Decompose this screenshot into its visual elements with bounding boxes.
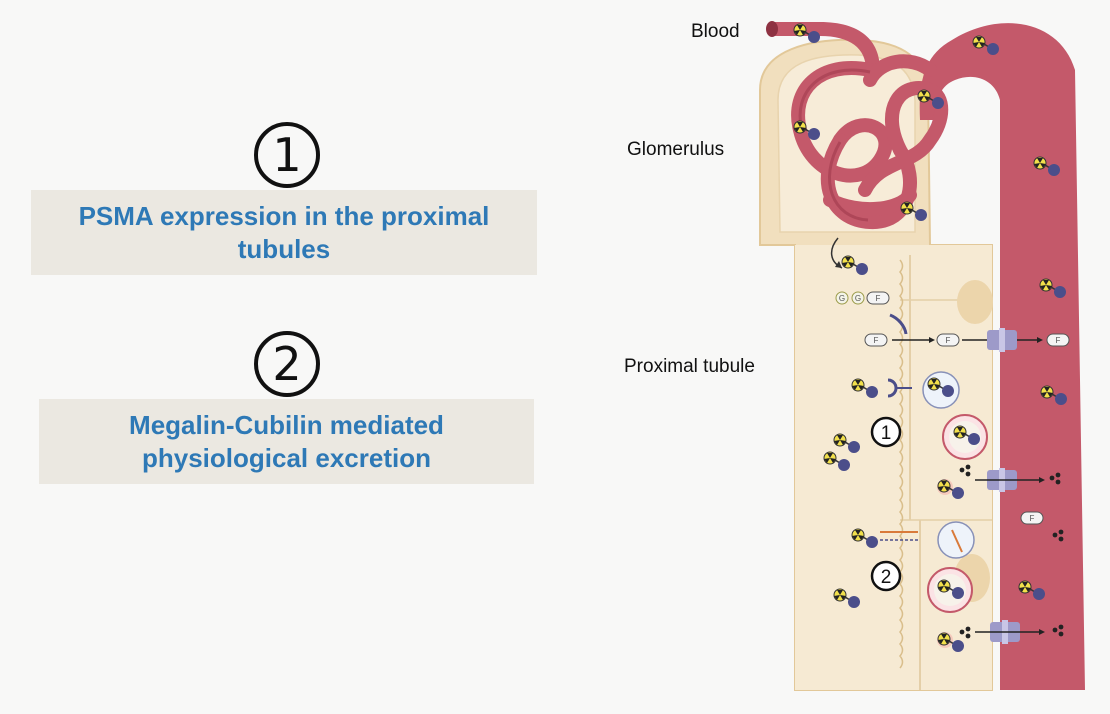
token-f-4: F <box>1056 336 1061 345</box>
label-blood: Blood <box>691 21 740 42</box>
point-1-line-2: tubules <box>237 233 331 264</box>
point-1-box: PSMA expression in the proximal tubules <box>31 190 537 275</box>
point-2-line-2: physiological excretion <box>142 442 431 473</box>
token-f-5: F <box>1030 514 1035 523</box>
point-2-number: 2 <box>254 331 320 397</box>
point-1-number: 1 <box>254 122 320 188</box>
token-g-2: G <box>855 294 861 303</box>
point-2-line-1: Megalin-Cubilin mediated <box>129 409 444 440</box>
diagram-marker-2: 2 <box>881 567 892 588</box>
token-f-3: F <box>946 336 951 345</box>
token-f-1: F <box>876 294 881 303</box>
label-proximal-tubule: Proximal tubule <box>624 356 755 377</box>
point-1-line-1: PSMA expression in the proximal <box>78 200 490 231</box>
token-g-1: G <box>839 294 845 303</box>
diagram-marker-1: 1 <box>881 423 892 444</box>
token-f-2: F <box>874 336 879 345</box>
label-glomerulus: Glomerulus <box>627 139 725 160</box>
point-2-box: Megalin-Cubilin mediated physiological e… <box>39 399 534 484</box>
